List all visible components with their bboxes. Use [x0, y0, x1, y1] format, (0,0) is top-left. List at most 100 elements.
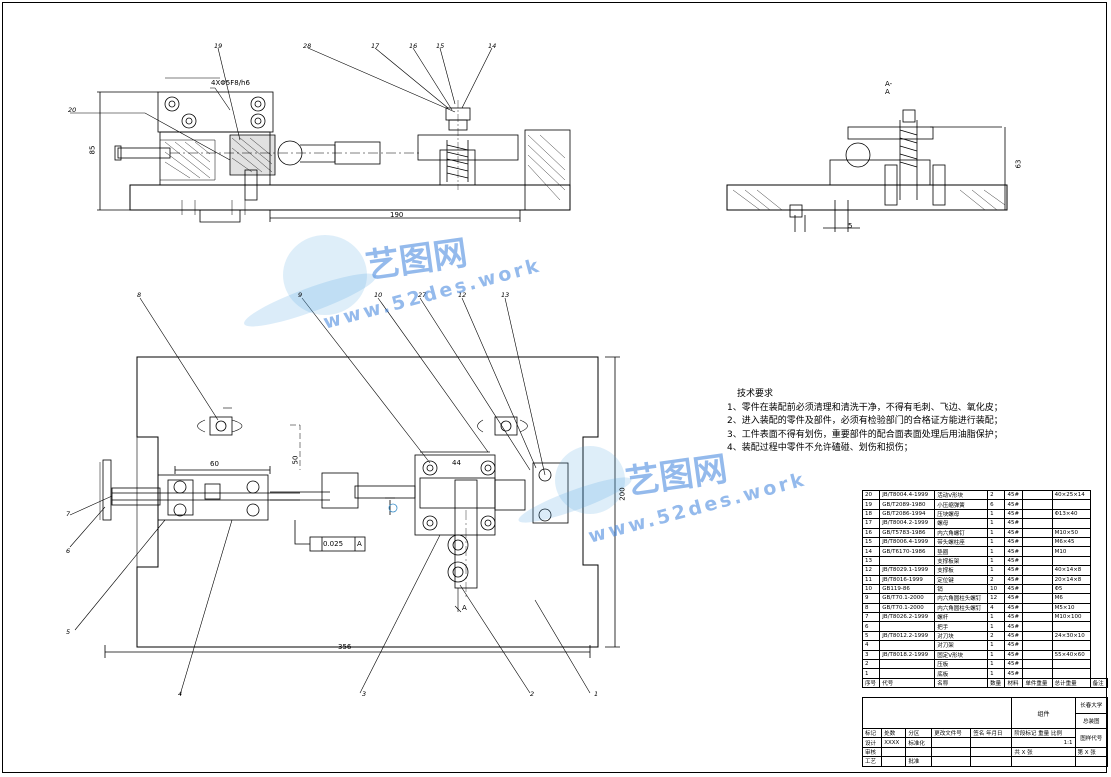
balloon-12: 12 — [458, 291, 467, 299]
bom-cell: 2 — [987, 630, 1006, 642]
bom-cell — [1022, 602, 1053, 614]
bom-header-cell: 代号 — [879, 677, 936, 689]
tech-line-1: 1、零件在装配前必须清理和清洗干净，不得有毛刺、飞边、氧化皮； — [727, 402, 1003, 413]
label-mark: 标记 — [861, 727, 883, 739]
balloon-13: 13 — [501, 291, 510, 299]
label-date: 年月日 — [986, 731, 1003, 738]
dim-63: 63 — [1014, 159, 1023, 169]
bom-header-cell: 总计重量 — [1051, 677, 1091, 689]
balloon-1: 1 — [594, 690, 599, 698]
bom-cell: 销 — [934, 583, 989, 595]
title-block: 组件 长春大学 总装图 标记 处数 分区 更改文件号 签名 年月日 阶段标记 重… — [861, 697, 1109, 767]
bom-cell: 55×40×60 — [1051, 649, 1091, 661]
bom-cell — [1022, 630, 1053, 642]
bom-cell: M10×50 — [1051, 527, 1091, 538]
balloon-2: 2 — [530, 690, 535, 698]
bom-cell: 支撑板架 — [934, 555, 989, 567]
bom-cell: 15 — [861, 536, 881, 548]
bom-cell: 20×14×8 — [1051, 574, 1091, 585]
bom-cell: 螺母 — [934, 518, 989, 529]
balloon-16: 16 — [409, 42, 418, 50]
dim-190: 190 — [390, 211, 404, 219]
design-name: XXXX — [881, 737, 907, 748]
bom-cell: 45# — [1004, 499, 1024, 510]
bom-cell — [1022, 659, 1053, 670]
bom-cell: 45# — [1004, 621, 1024, 632]
label-scale: 比例 — [1050, 731, 1062, 738]
balloon-14: 14 — [488, 42, 497, 50]
dim-44: 44 — [452, 459, 461, 467]
bom-cell: 45# — [1004, 508, 1024, 520]
bom-cell: M6 — [1051, 593, 1091, 604]
bom-cell: M6×45 — [1051, 536, 1091, 548]
bom-cell — [1051, 499, 1091, 510]
part-name: 组件 — [1011, 697, 1076, 729]
bom-cell — [1022, 649, 1053, 661]
bom-cell — [1051, 555, 1091, 567]
bom-cell: 45# — [1004, 555, 1024, 567]
bom-cell: 1 — [987, 518, 1006, 529]
fit-callout: 4XΦ5F8/h6 — [211, 79, 250, 87]
bom-header-cell: 单件重量 — [1022, 677, 1053, 689]
bom-cell: 6 — [987, 499, 1006, 510]
dim-356: 356 — [338, 643, 352, 651]
bom-header-cell: 数量 — [987, 677, 1006, 689]
label-design: 设计 — [861, 737, 883, 748]
front-view — [97, 91, 571, 223]
dim-60: 60 — [210, 460, 219, 468]
balloon-28: 28 — [303, 42, 312, 50]
bom-cell — [879, 668, 936, 679]
bom-cell: Φ13×40 — [1051, 508, 1091, 520]
dim-50: 50 — [291, 455, 300, 465]
bom-header-cell: 名称 — [934, 677, 989, 689]
bom-cell — [879, 621, 936, 632]
balloon-4: 4 — [178, 690, 183, 698]
bom-cell: 45# — [1004, 527, 1024, 538]
dim-200: 200 — [618, 487, 627, 501]
drawing-code: 图样代号 — [1074, 728, 1109, 748]
bom-cell: M10×100 — [1051, 612, 1091, 623]
balloon-10: 10 — [374, 291, 383, 299]
bom-cell: 19 — [861, 499, 881, 510]
bom-cell: JB/T8004.4-1999 — [879, 489, 936, 501]
bom-cell — [1022, 583, 1053, 595]
bom-cell — [1022, 555, 1053, 567]
balloon-7: 7 — [66, 510, 71, 518]
bom-cell: 45# — [1004, 536, 1024, 548]
bom-cell: 1 — [987, 640, 1006, 651]
tech-title: 技术要求 — [737, 389, 774, 399]
label-std: 标准化 — [905, 737, 933, 748]
bom-cell: 5 — [861, 630, 881, 642]
bom-cell: GB/T6170-1986 — [879, 546, 936, 557]
bom-cell: 压块螺母 — [934, 508, 989, 520]
bom-cell: 45# — [1004, 518, 1024, 529]
label-stage: 阶段标记 — [1014, 731, 1037, 738]
bom-cell — [1022, 546, 1053, 557]
bom-cell: 1 — [987, 649, 1006, 661]
bom-cell: 内六角圆柱头螺钉 — [934, 593, 989, 604]
school-name: 长春大学 — [1074, 697, 1109, 714]
bom-cell: 1 — [987, 621, 1006, 632]
bom-cell: 45# — [1004, 565, 1024, 576]
bom-cell: 底板 — [934, 668, 989, 679]
bom-cell: JB/T8012.2-1999 — [879, 630, 936, 642]
bom-cell: GB/T2089-1980 — [879, 499, 936, 510]
bom-cell: GB/T5783-1986 — [879, 527, 936, 538]
bom-cell — [1051, 621, 1091, 632]
bom-cell: 1 — [987, 565, 1006, 576]
bom-cell: JB/T8006.4-1999 — [879, 536, 936, 548]
bom-cell — [1022, 536, 1053, 548]
bom-cell: 内六角螺钉 — [934, 527, 989, 538]
bom-cell: 20 — [861, 489, 881, 501]
bom-cell — [1022, 668, 1053, 679]
bom-cell — [1051, 668, 1091, 679]
bom-cell — [1051, 659, 1091, 670]
